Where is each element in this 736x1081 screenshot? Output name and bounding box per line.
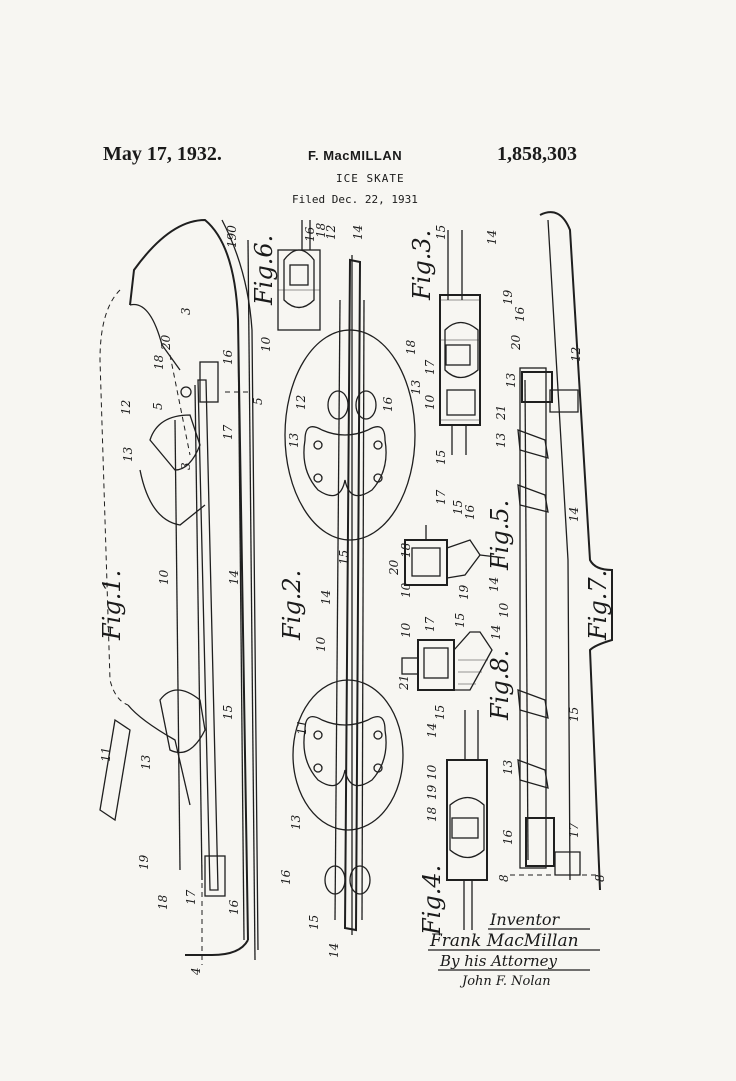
fig8-label: Fig.8. — [486, 650, 514, 721]
ref7-13c: 13 — [501, 759, 515, 775]
ref8-10: 10 — [399, 622, 413, 638]
ref5-16: 16 — [463, 504, 477, 520]
ref3-13: 13 — [409, 379, 423, 395]
ref2-13: 13 — [287, 432, 301, 448]
ref2-15: 15 — [337, 550, 351, 565]
ref5-10: 10 — [399, 582, 413, 598]
inventor-label: Inventor — [489, 910, 561, 929]
inventor-name: Frank MacMillan — [429, 931, 579, 951]
ref2-14b: 14 — [327, 943, 341, 958]
ref3-19: 19 — [501, 289, 515, 305]
ref-4: 4 — [189, 967, 203, 976]
ref8-15: 15 — [453, 613, 467, 628]
ref-13b: 13 — [139, 754, 153, 770]
fig3-label: Fig.3. — [408, 230, 436, 301]
ref7-8b: 8 — [593, 874, 607, 882]
ref4-10: 10 — [425, 764, 439, 780]
ref2-16: 16 — [381, 396, 395, 412]
ref3-15b: 15 — [434, 450, 448, 465]
ref-17: 17 — [221, 424, 235, 440]
ref3-14: 14 — [485, 230, 499, 245]
fig2-label: Fig.2. — [278, 570, 306, 641]
ref7-15: 15 — [567, 707, 581, 722]
ref4-16: 16 — [501, 829, 515, 845]
ref5-19: 19 — [457, 584, 471, 600]
fig8-drawing: Fig.8. — [402, 632, 514, 721]
ref4-15: 15 — [433, 705, 447, 720]
ref-17b: 17 — [184, 889, 198, 905]
fig4-label: Fig.4. — [418, 865, 446, 936]
ref6-12: 12 — [324, 225, 338, 240]
ref-3b: 3 — [179, 462, 193, 470]
ref-5a: 5 — [151, 402, 165, 410]
ref2-15b: 15 — [307, 915, 321, 930]
ref7-8a: 8 — [497, 874, 511, 882]
ref8-14: 14 — [489, 625, 503, 640]
fig1-label: Fig.1. — [98, 570, 126, 641]
ref2-10: 10 — [314, 636, 328, 652]
attorney-name: John F. Nolan — [459, 974, 551, 989]
ref8-17: 17 — [423, 616, 437, 632]
fig5-label: Fig.5. — [486, 500, 514, 571]
ref7-10: 10 — [497, 602, 511, 618]
ref6-190: 190 — [225, 225, 239, 248]
ref7-13: 13 — [504, 372, 518, 388]
ref-15: 15 — [221, 705, 235, 720]
signature-block: Inventor Frank MacMillan By his Attorney… — [428, 910, 600, 989]
ref-18: 18 — [152, 354, 166, 370]
ref-18b: 18 — [156, 894, 170, 910]
ref5-17: 17 — [434, 489, 448, 505]
ref-16b: 16 — [227, 899, 241, 915]
ref3-18: 18 — [404, 339, 418, 355]
ref5-20: 20 — [387, 559, 401, 576]
ref3-10: 10 — [423, 394, 437, 410]
ref-13: 13 — [121, 446, 135, 462]
ref-20: 20 — [159, 334, 173, 351]
ref-3a: 3 — [179, 307, 193, 315]
reference-numerals: 12 13 10 14 15 16 17 18 19 20 11 13 16 1… — [99, 222, 607, 976]
ref7-17: 17 — [567, 822, 581, 838]
fig3-drawing: Fig.3. — [408, 230, 480, 455]
fig4-drawing: Fig.4. — [418, 710, 487, 936]
ref7-13b: 13 — [494, 432, 508, 448]
ref-14: 14 — [227, 570, 241, 585]
ref3-20: 20 — [509, 334, 523, 351]
fig1-drawing: Fig.1. — [98, 220, 258, 965]
ref5-18: 18 — [399, 542, 413, 558]
ref-12: 12 — [119, 400, 133, 415]
ref-11: 11 — [99, 747, 113, 762]
ref2-13b: 13 — [289, 814, 303, 830]
ref4-14: 14 — [425, 723, 439, 738]
ref4-18: 18 — [425, 806, 439, 822]
ref8-21: 21 — [397, 675, 411, 691]
ref4-19: 19 — [425, 784, 439, 800]
ref3-15: 15 — [434, 225, 448, 240]
ref-16: 16 — [221, 349, 235, 365]
ref2-14: 14 — [319, 590, 333, 605]
fig2-drawing: Fig.2. — [278, 255, 415, 935]
ref-10: 10 — [157, 569, 171, 585]
ref2-11: 11 — [295, 720, 309, 735]
ref7-21: 21 — [494, 405, 508, 421]
attorney-label: By his Attorney — [439, 952, 558, 970]
fig7-label: Fig.7. — [584, 570, 612, 641]
ref2-16b: 16 — [279, 869, 293, 885]
ref-19: 19 — [137, 854, 151, 870]
ref3-17: 17 — [423, 359, 437, 375]
fig6-label: Fig.6. — [250, 235, 278, 306]
ref7-14: 14 — [567, 507, 581, 522]
ref-5b: 5 — [251, 397, 265, 405]
ref7-12: 12 — [569, 347, 583, 362]
ref2-12: 12 — [294, 395, 308, 410]
ref6-14: 14 — [351, 225, 365, 240]
ref5-14: 14 — [487, 577, 501, 592]
ref6-10: 10 — [259, 336, 273, 352]
ref3-16: 16 — [513, 306, 527, 322]
